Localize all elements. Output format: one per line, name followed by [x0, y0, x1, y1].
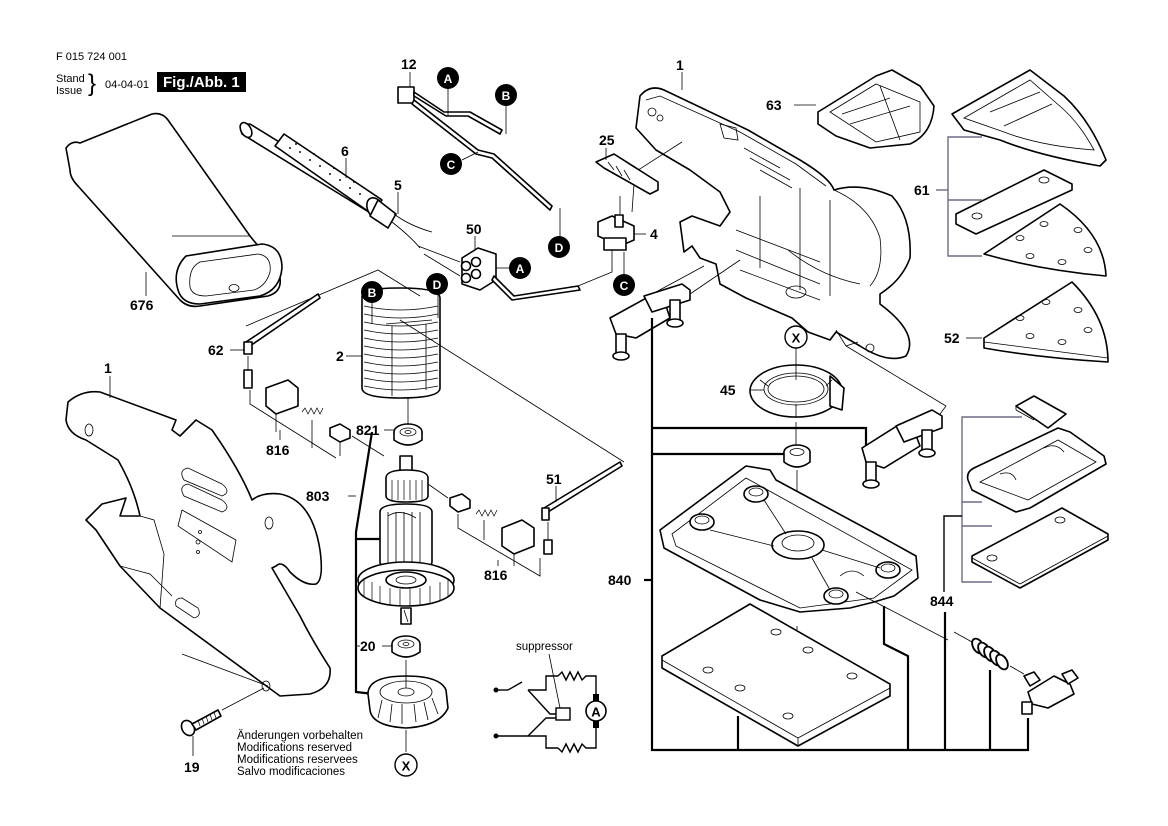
switch-4: 4	[577, 214, 658, 287]
marker-d2-text: D	[433, 278, 442, 292]
seal-ring-45: 45	[720, 348, 845, 446]
part-label-816-right: 816	[484, 567, 508, 583]
base-plate-assembly-840	[659, 465, 949, 686]
notice-line-fr: Modifications reservees	[237, 754, 358, 766]
delta-base-plate-63: 63	[766, 69, 935, 149]
marker-x-bottom: X	[394, 753, 418, 777]
ball-bearing-821: 821	[356, 398, 423, 446]
document-number: F 015 724 001	[56, 51, 127, 63]
part-label-45: 45	[720, 382, 736, 398]
part-label-4: 4	[650, 226, 658, 242]
part-label-19: 19	[184, 759, 200, 775]
marker-c-top: C	[440, 153, 462, 175]
marker-d-text: D	[555, 241, 564, 255]
part-label-50: 50	[466, 221, 482, 237]
dust-bag-676: 676	[65, 112, 283, 313]
part-label-844: 844	[930, 593, 954, 609]
fan-impeller	[367, 660, 449, 752]
carbon-brush-set-816-left: 816	[249, 379, 385, 459]
stand-issue-labels: Stand Issue	[56, 73, 85, 97]
brush-holder-51: 51	[541, 461, 623, 555]
marker-c-switch: C	[613, 274, 635, 296]
field-coil-2: 2	[245, 269, 625, 463]
part-label-25: 25	[599, 132, 615, 148]
part-label-20: 20	[360, 638, 376, 654]
marker-b-top: B	[495, 84, 517, 106]
part-label-816-left: 816	[266, 442, 290, 458]
marker-a-text: A	[444, 72, 453, 86]
marker-d-top: D	[548, 236, 570, 258]
carbon-brush-set-816-right: 816	[427, 483, 541, 583]
ball-bearing-20: 20	[356, 635, 421, 658]
clamp-right	[845, 345, 947, 489]
marker-b-coil: B	[361, 281, 383, 303]
brace-icon: }	[88, 70, 97, 97]
part-label-61: 52	[944, 330, 960, 346]
part-label-676: 676	[130, 297, 154, 313]
part-label-12: 12	[401, 56, 417, 72]
part-label-2: 2	[336, 348, 344, 364]
marker-a2-text: A	[516, 262, 525, 276]
suppressor-label: suppressor	[516, 641, 573, 653]
spring-and-lever	[953, 631, 1079, 715]
part-label-6: 6	[341, 143, 349, 159]
part-label-5: 5	[394, 177, 402, 193]
marker-b-text: B	[502, 89, 511, 103]
power-cord-6: 6	[239, 121, 383, 215]
part-label-1-right: 1	[676, 57, 684, 73]
marker-c2-text: C	[620, 279, 629, 293]
modifications-notice: Änderungen vorbehalten Modifications res…	[237, 730, 363, 778]
suppressor-connector-12: 12	[397, 56, 561, 240]
marker-b2-text: B	[368, 286, 377, 300]
bracket-840: 840	[608, 318, 1030, 752]
part-label-51: 51	[546, 471, 562, 487]
marker-x-text: X	[402, 759, 411, 774]
marker-a-terminal: A	[509, 257, 531, 279]
part-label-62: 61	[914, 182, 930, 198]
armature-803: 803	[306, 431, 455, 696]
figure-label: Fig./Abb. 1	[157, 72, 246, 92]
part-label-52: 62	[208, 342, 224, 358]
marker-d-coil: D	[426, 273, 448, 295]
terminal-block-50: 50	[417, 221, 581, 301]
ball-bearing-base	[783, 444, 811, 540]
notice-line-de: Änderungen vorbehalten	[237, 730, 363, 742]
clamp-left	[609, 259, 741, 361]
housing-assembled-1: 1	[65, 360, 331, 697]
part-label-840: 840	[608, 572, 632, 588]
issue-date: 04-04-01	[105, 79, 150, 91]
marker-x-top-text: X	[792, 331, 801, 346]
issue-label: Issue	[56, 85, 83, 97]
brush-holder-52: 62	[208, 293, 321, 389]
stand-label: Stand	[56, 73, 85, 85]
notice-line-en: Modifications reserved	[237, 742, 353, 754]
part-label-821: 821	[356, 422, 380, 438]
marker-c-text: C	[447, 158, 456, 172]
delta-plate-set-62: 61	[914, 69, 1107, 277]
cord-sleeve-5: 5	[366, 177, 433, 249]
sanding-sheet-rect	[661, 603, 891, 747]
switch-slider-25: 25	[595, 132, 659, 214]
notice-line-es: Salvo modificaciones	[237, 766, 346, 778]
part-label-803: 803	[306, 488, 330, 504]
part-label-63: 63	[766, 97, 782, 113]
orbital-plate-set-844: 844	[930, 395, 1109, 750]
motor-symbol: A	[591, 705, 601, 720]
screw-19: 19	[180, 687, 265, 775]
part-label-1-left: 1	[104, 360, 112, 376]
housing-shell-1: 1	[631, 57, 911, 360]
marker-a-top: A	[437, 67, 459, 89]
delta-sanding-sheet-61: 52	[944, 281, 1109, 363]
circuit-diagram: suppressor A	[493, 641, 607, 754]
marker-x-top: X	[784, 325, 808, 349]
